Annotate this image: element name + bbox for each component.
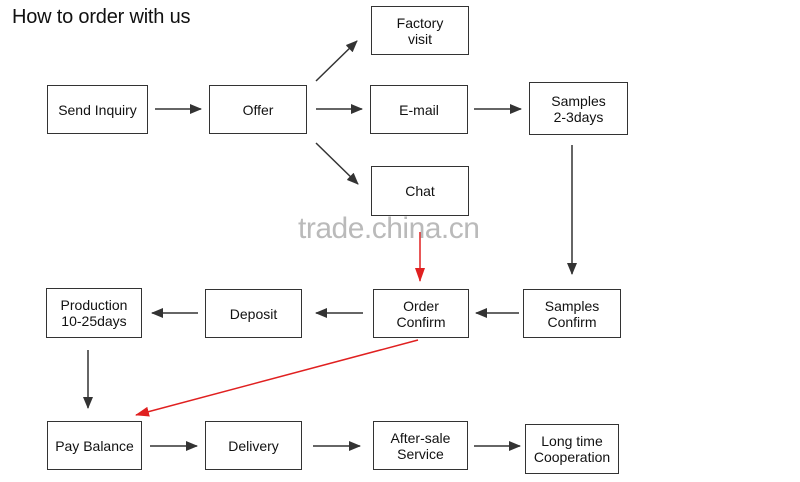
node-deposit: Deposit: [205, 289, 302, 338]
node-after-sale: After-sale Service: [373, 421, 468, 470]
arrow-offer-to-factory-visit: [315, 40, 358, 82]
node-offer: Offer: [209, 85, 307, 134]
node-order-confirm: Order Confirm: [373, 289, 469, 338]
page-title: How to order with us: [12, 6, 191, 28]
node-long-time: Long time Cooperation: [525, 424, 619, 474]
node-delivery: Delivery: [205, 421, 302, 470]
node-factory-visit: Factory visit: [371, 6, 469, 55]
node-samples-confirm: Samples Confirm: [523, 289, 621, 338]
node-chat: Chat: [371, 166, 469, 216]
node-production: Production 10-25days: [46, 288, 142, 338]
node-send-inquiry: Send Inquiry: [47, 85, 148, 134]
watermark: trade.china.cn: [298, 212, 480, 245]
node-samples: Samples 2-3days: [529, 82, 628, 135]
arrow-order-confirm-to-pay-balance: [135, 339, 419, 417]
node-email: E-mail: [370, 85, 468, 134]
arrow-offer-to-chat: [315, 142, 359, 185]
node-pay-balance: Pay Balance: [47, 421, 142, 470]
